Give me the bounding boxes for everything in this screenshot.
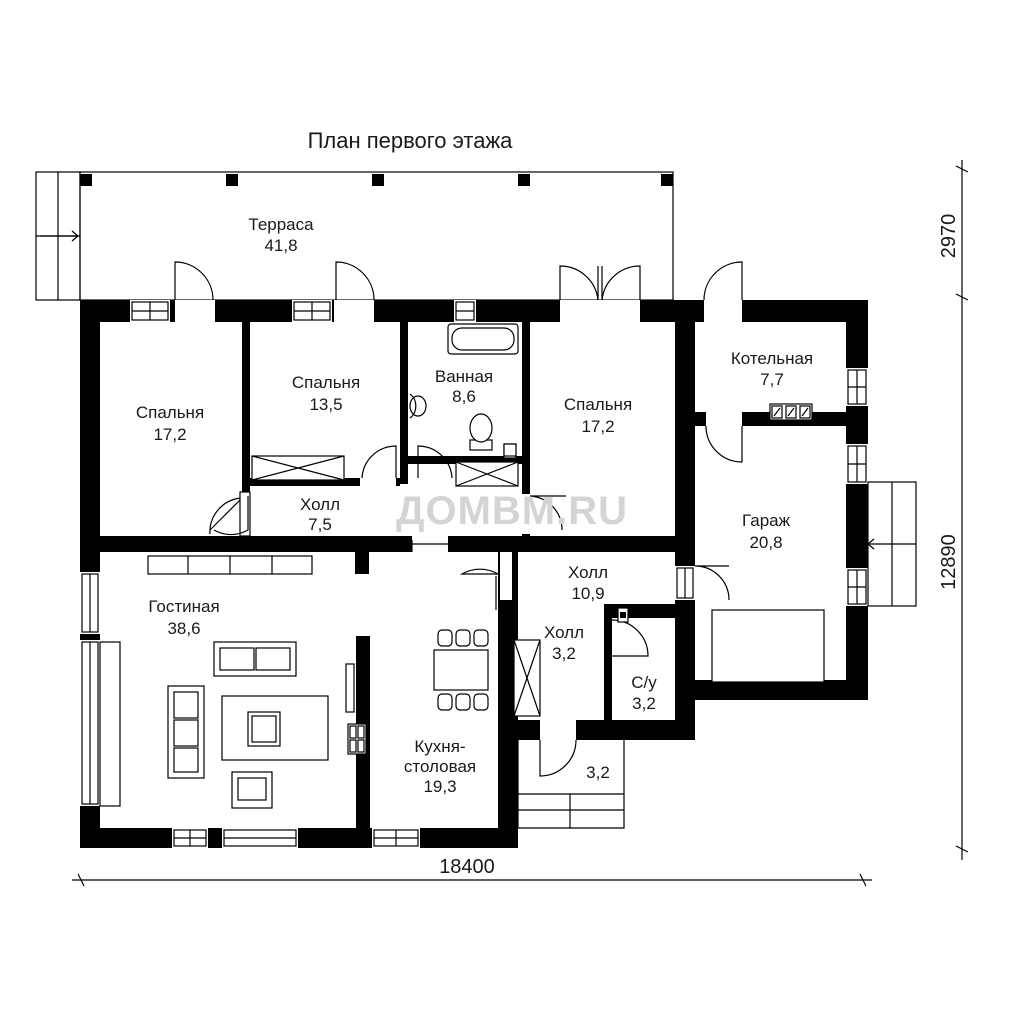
terrace-post bbox=[226, 174, 238, 186]
terrace-area: 41,8 bbox=[264, 236, 297, 255]
terrace-post bbox=[80, 174, 92, 186]
fixtures bbox=[99, 323, 825, 809]
hall2-area: 10,9 bbox=[571, 584, 604, 603]
bedroom2-name: Спальня bbox=[292, 373, 360, 392]
garage-area: 20,8 bbox=[749, 533, 782, 552]
bedroom3-name: Спальня bbox=[564, 395, 632, 414]
width-dimension: 18400 bbox=[439, 856, 495, 878]
hall2-name: Холл bbox=[568, 563, 608, 582]
living-name: Гостиная bbox=[148, 597, 219, 616]
terrace-post bbox=[372, 174, 384, 186]
terrace-outline bbox=[79, 171, 674, 301]
plan-title: План первого этажа bbox=[308, 128, 514, 153]
bedroom3-area: 17,2 bbox=[581, 417, 614, 436]
bathroom-name: Ванная bbox=[435, 367, 493, 386]
room-labels: Терраса 41,8 Спальня 17,2 Спальня 13,5 В… bbox=[136, 215, 813, 796]
bathroom-area: 8,6 bbox=[452, 387, 476, 406]
hall3-area: 3,2 bbox=[552, 644, 576, 663]
kitchen-area: 19,3 bbox=[423, 777, 456, 796]
hall1-name: Холл bbox=[300, 495, 340, 514]
terrace bbox=[35, 171, 674, 301]
terrace-depth-dimension: 2970 bbox=[938, 214, 960, 259]
watermark: ДОМВМ.RU bbox=[396, 489, 628, 533]
hall1-area: 7,5 bbox=[308, 515, 332, 534]
hall3-name: Холл bbox=[544, 623, 584, 642]
windows bbox=[81, 301, 867, 847]
boiler-name: Котельная bbox=[731, 349, 813, 368]
dimension-lines: 18400 2970 12890 bbox=[72, 160, 969, 887]
bedroom1-area: 17,2 bbox=[153, 425, 186, 444]
house-depth-dimension: 12890 bbox=[938, 534, 960, 590]
porch bbox=[517, 481, 917, 829]
terrace-post bbox=[661, 174, 673, 186]
wc-name: С/у bbox=[631, 673, 657, 692]
porch-area: 3,2 bbox=[586, 763, 610, 782]
kitchen-name-line2: столовая bbox=[404, 757, 476, 776]
living-area: 38,6 bbox=[167, 619, 200, 638]
bedroom1-name: Спальня bbox=[136, 403, 204, 422]
kitchen-name-line1: Кухня- bbox=[414, 737, 465, 756]
terrace-steps bbox=[35, 171, 81, 301]
wc-area: 3,2 bbox=[632, 694, 656, 713]
garage-name: Гараж bbox=[742, 511, 791, 530]
bedroom2-area: 13,5 bbox=[309, 395, 342, 414]
boiler-area: 7,7 bbox=[760, 370, 784, 389]
terrace-name: Терраса bbox=[248, 215, 314, 234]
terrace-post bbox=[518, 174, 530, 186]
